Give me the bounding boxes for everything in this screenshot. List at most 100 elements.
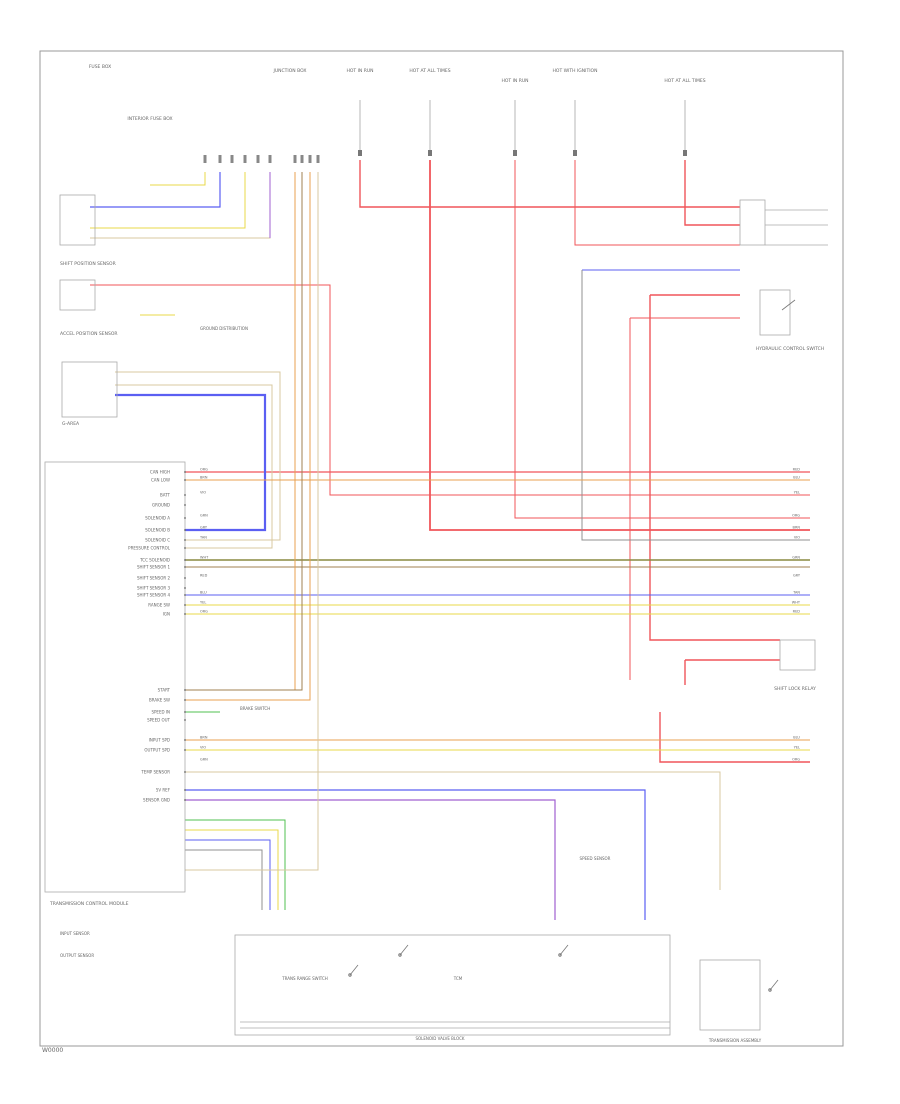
- switch-contact: [769, 979, 779, 991]
- pin-label: TEMP SENSOR: [140, 770, 170, 775]
- pin-label: IGN: [163, 612, 170, 617]
- pin-label: SOLENOID A: [145, 516, 170, 521]
- pin-label: GROUND: [152, 503, 170, 508]
- fuse-terminal: [683, 150, 687, 156]
- wire-tag: ORG: [200, 468, 208, 472]
- pin-dot: [184, 594, 186, 596]
- pin-label: SPEED IN: [151, 710, 170, 715]
- wire-tag: RED: [200, 574, 208, 578]
- component-label: TCM: [453, 976, 463, 981]
- connector-pin: [256, 155, 260, 163]
- fuse-terminal: [573, 150, 577, 156]
- component-label: INTERIOR FUSE BOX: [127, 116, 172, 122]
- wire-tag: ORG: [792, 514, 800, 518]
- fuse-terminal: [513, 150, 517, 156]
- wire-tan: [115, 371, 281, 541]
- pin-dot: [184, 559, 186, 561]
- wire-red: [649, 295, 780, 641]
- connector-pin: [203, 155, 207, 163]
- pin-label: SENSOR GND: [143, 798, 170, 803]
- pin-dot: [184, 504, 186, 506]
- pin-dot: [184, 771, 186, 773]
- pin-dot: [184, 789, 186, 791]
- wire-tag: YEL: [794, 491, 800, 495]
- wire-tag: YEL: [200, 601, 206, 605]
- component-label: HYDRAULIC CONTROL SWITCH: [756, 346, 824, 352]
- pin-dot: [184, 539, 186, 541]
- wire-tag: VIO: [200, 746, 206, 750]
- component-box: [59, 279, 96, 311]
- component-box: [44, 461, 186, 893]
- connector-pin: [218, 155, 222, 163]
- pin-label: INPUT SPD: [149, 738, 170, 743]
- component-label: TRANS RANGE SWITCH: [281, 976, 328, 981]
- pin-dot: [184, 547, 186, 549]
- wire-yellow: [150, 172, 206, 186]
- connector-pin: [300, 155, 304, 163]
- pin-dot: [184, 749, 186, 751]
- switch-contact: [399, 944, 409, 956]
- component-label: SHIFT LOCK RELAY: [774, 686, 816, 692]
- pin-dot: [184, 471, 186, 473]
- wire-red: [684, 160, 740, 226]
- footer-id: W0000: [42, 1047, 63, 1054]
- wires-group: [90, 160, 810, 920]
- component-box: [739, 199, 766, 246]
- component-box: [234, 934, 671, 1036]
- wire-tag: BLU: [200, 591, 207, 595]
- pin-dot: [184, 604, 186, 606]
- connector-pin: [293, 155, 297, 163]
- component-box: [759, 289, 791, 336]
- pin-dot: [184, 699, 186, 701]
- wire-tag: VIO: [794, 536, 800, 540]
- pin-label: 5V REF: [156, 788, 171, 793]
- wire-tag: TAN: [792, 591, 800, 595]
- wire-tag: YEL: [794, 746, 800, 750]
- wire-tag: BRN: [200, 736, 208, 740]
- wire-tag: TAN: [199, 536, 207, 540]
- component-label: OUTPUT SENSOR: [60, 953, 94, 958]
- component-label: SPEED SENSOR: [580, 856, 611, 861]
- wire-green: [185, 819, 286, 910]
- wire-tag: WHT: [792, 601, 801, 605]
- wire-purple: [185, 799, 556, 920]
- connector-pin: [230, 155, 234, 163]
- wire-red: [514, 160, 810, 519]
- pin-dot: [184, 739, 186, 741]
- pin-label: TCC SOLENOID: [139, 558, 170, 563]
- wire-red: [90, 284, 810, 496]
- component-label: INPUT SENSOR: [60, 931, 90, 936]
- wire-red: [574, 160, 740, 246]
- component-label: HOT AT ALL TIMES: [664, 78, 705, 84]
- wire-yellow: [185, 829, 279, 910]
- switch-pivot: [768, 988, 772, 992]
- pin-label: RANGE SW: [148, 603, 170, 608]
- component-label: HOT IN RUN: [501, 78, 528, 84]
- wire-tag: GRY: [793, 574, 801, 578]
- switch-pivot: [398, 953, 402, 957]
- pin-label: SPEED OUT: [147, 718, 170, 723]
- pin-label: SOLENOID C: [145, 538, 170, 543]
- component-box: [779, 639, 816, 671]
- pin-label: PRESSURE CONTROL: [128, 546, 171, 551]
- pin-dot: [184, 719, 186, 721]
- pin-dot: [184, 517, 186, 519]
- wire-gray: [185, 849, 263, 910]
- wire-blue: [115, 393, 267, 532]
- component-label: BRAKE SWITCH: [240, 706, 270, 711]
- switch-contact: [349, 964, 359, 976]
- component-label: ACCEL POSITION SENSOR: [60, 331, 118, 337]
- wire-tag: GRN: [200, 758, 208, 762]
- pin-dot: [184, 479, 186, 481]
- switch-contact: [559, 944, 569, 956]
- wire-yellow: [90, 172, 246, 229]
- pin-label: SOLENOID B: [145, 528, 170, 533]
- pin-label: CAN LOW: [151, 478, 170, 483]
- wire-tag: BRN: [200, 476, 208, 480]
- components-group: [44, 100, 828, 1036]
- wire-blue: [185, 839, 271, 910]
- connector-pin: [308, 155, 312, 163]
- wire-tan: [185, 771, 721, 890]
